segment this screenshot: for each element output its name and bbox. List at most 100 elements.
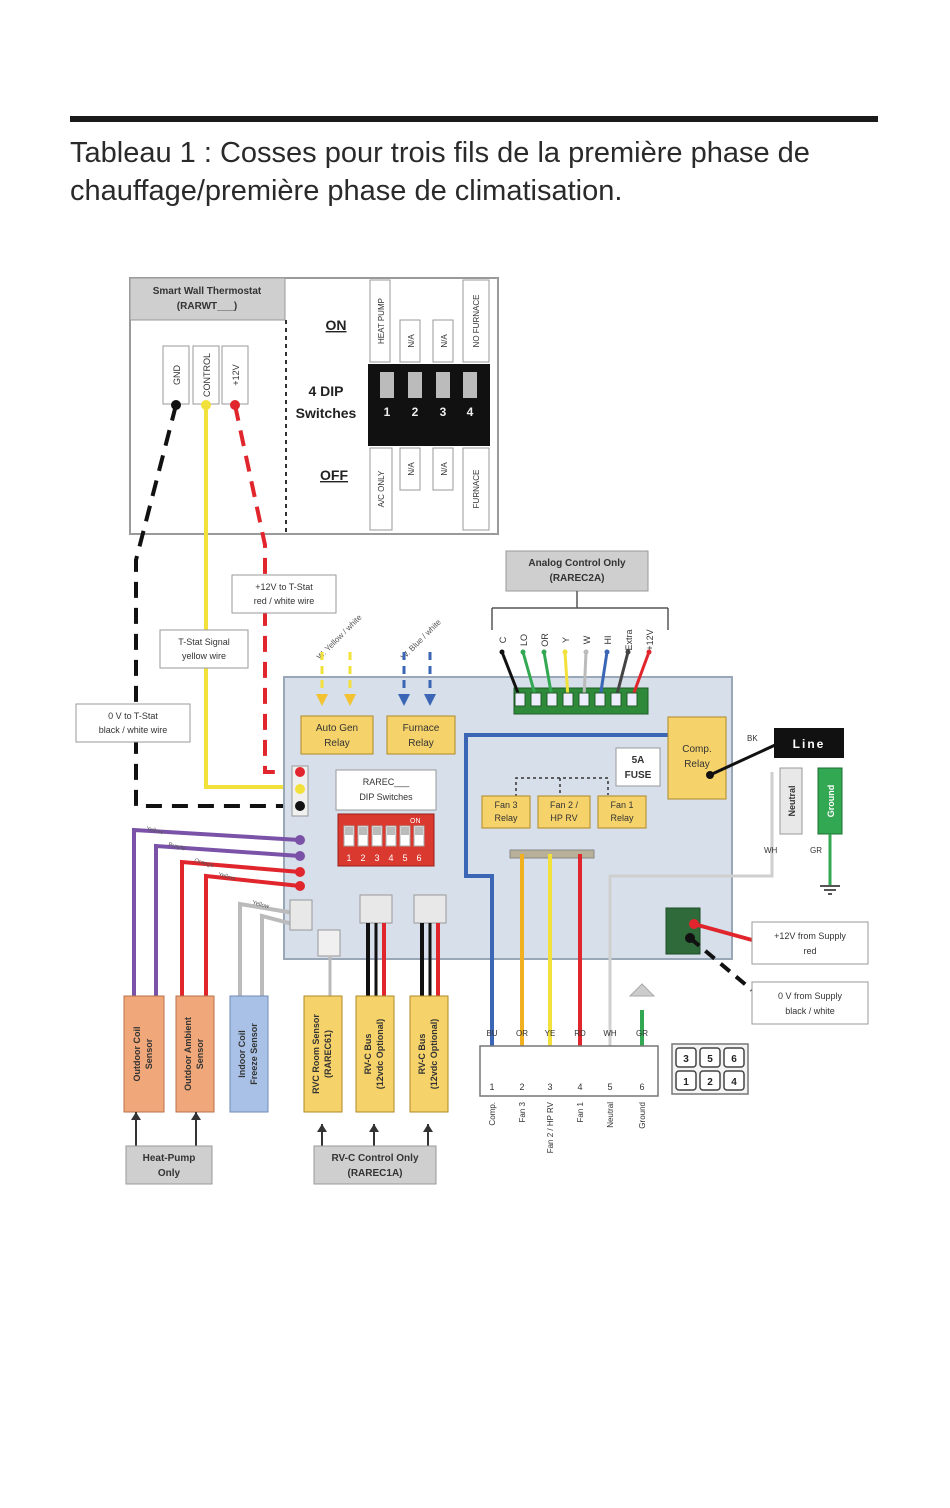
ground-label: Ground — [826, 785, 836, 818]
svg-text:+12V from Supply: +12V from Supply — [774, 931, 846, 941]
sensor-name-5: RV-C Bus — [417, 1034, 427, 1075]
plug-pin-4: 2 — [707, 1077, 713, 1088]
svg-text:0 V to T-Stat: 0 V to T-Stat — [108, 711, 158, 721]
on-label-3: N/A — [440, 334, 449, 348]
sensor-lead-label-0: Yellow — [145, 826, 164, 836]
board-dip-num-6: 6 — [416, 853, 421, 863]
output-color-3: RD — [574, 1029, 586, 1038]
board-dip-num-4: 4 — [388, 853, 393, 863]
fan2-relay: Fan 2 / HP RV — [537, 795, 591, 829]
output-num-0: 1 — [489, 1082, 494, 1092]
comp-relay: Comp. Relay — [667, 716, 727, 800]
sensor-box-5: RV-C Bus(12vdc Optional) — [409, 995, 449, 1113]
heat-pump-only-box: Heat-Pump Only — [125, 1112, 213, 1185]
plug-pin-3: 1 — [683, 1077, 689, 1088]
svg-text:Furnace: Furnace — [403, 723, 440, 734]
wire-note-ground: 0 V to T-Stat black / white wire — [75, 703, 191, 743]
analog-terminal-5: HI — [603, 636, 613, 645]
svg-text:+12V to T-Stat: +12V to T-Stat — [255, 582, 313, 592]
off-label-3: N/A — [440, 462, 449, 476]
analog-terminal-2: OR — [540, 633, 550, 647]
sensor-name-3: RVC Room Sensor — [311, 1014, 321, 1094]
wh-label: WH — [764, 846, 778, 855]
svg-text:5A: 5A — [632, 755, 645, 766]
svg-text:black / white: black / white — [785, 1006, 835, 1016]
svg-text:red / white wire: red / white wire — [254, 596, 315, 606]
sensor-lead-label-3: Yellow — [217, 872, 236, 882]
supply-connector — [665, 907, 701, 955]
thermostat-wires — [134, 400, 300, 808]
off-label-2: N/A — [407, 462, 416, 476]
svg-text:FUSE: FUSE — [625, 770, 652, 781]
output-name-3: Fan 1 — [576, 1101, 585, 1122]
off-label: OFF — [320, 467, 348, 483]
fan1-relay: Fan 1 Relay — [597, 795, 647, 829]
sensor-box-4: RV-C Bus(12vdc Optional) — [355, 995, 395, 1113]
output-num-3: 4 — [577, 1082, 582, 1092]
output-color-0: BU — [486, 1029, 497, 1038]
line-power: BK Line Neutral WH Ground GR — [706, 728, 844, 895]
sensor-name-4: RV-C Bus — [363, 1034, 373, 1075]
dip-num-4: 4 — [467, 405, 474, 419]
supply-0v-note: 0 V from Supply black / white — [751, 981, 869, 1025]
fuse: 5A FUSE — [615, 747, 661, 787]
output-num-5: 6 — [639, 1082, 644, 1092]
thermostat-title: Smart Wall Thermostat — [153, 286, 262, 297]
output-name-4: Neutral — [606, 1102, 615, 1128]
dip-num-1: 1 — [384, 405, 391, 419]
on-label-1: HEAT PUMP — [377, 298, 386, 344]
terminal-control: CONTROL — [202, 353, 212, 397]
rvc-connectors — [289, 894, 447, 998]
sensor-lead-label-2: Orange — [193, 858, 215, 869]
analog-terminal-7: +12V — [645, 629, 655, 650]
bk-label: BK — [747, 734, 758, 743]
analog-terminal-1: LO — [519, 634, 529, 646]
svg-text:Relay: Relay — [494, 813, 518, 823]
sensor-lead-label-1: Purple — [167, 842, 186, 852]
board-dip-title: RAREC___ — [363, 777, 411, 787]
board-dip-num-2: 2 — [360, 853, 365, 863]
off-label-1: A/C ONLY — [377, 470, 386, 507]
svg-text:Fan 3: Fan 3 — [494, 800, 517, 810]
svg-text:Only: Only — [158, 1168, 181, 1179]
supply-12v-note: +12V from Supply red — [751, 921, 869, 965]
output-num-4: 5 — [607, 1082, 612, 1092]
furnace-relay: Furnace Relay — [386, 715, 456, 755]
thermostat-model: (RARWT___) — [177, 301, 237, 312]
gr-label: GR — [810, 846, 822, 855]
svg-text:Relay: Relay — [610, 813, 634, 823]
terminal-12v: +12V — [231, 364, 241, 385]
rvc-control-only-box: RV-C Control Only (RAREC1A) — [313, 1124, 437, 1185]
svg-text:RV-C Control Only: RV-C Control Only — [331, 1153, 418, 1164]
svg-text:Comp.: Comp. — [682, 744, 711, 755]
plug-pin-1: 5 — [707, 1054, 713, 1065]
thermostat-panel: Smart Wall Thermostat (RARWT___) GND CON… — [129, 277, 499, 535]
plug-pin-0: 3 — [683, 1054, 689, 1065]
dip-num-3: 3 — [440, 405, 447, 419]
analog-terminal-6: Extra — [624, 629, 634, 650]
svg-text:Relay: Relay — [324, 738, 350, 749]
svg-text:HP RV: HP RV — [550, 813, 577, 823]
on-label: ON — [326, 317, 347, 333]
board-dip-on: ON — [410, 818, 421, 825]
neutral-label: Neutral — [787, 785, 797, 816]
on-label-2: N/A — [407, 334, 416, 348]
svg-text:0 V from Supply: 0 V from Supply — [778, 991, 843, 1001]
svg-text:Auto Gen: Auto Gen — [316, 723, 358, 734]
sensor-sub-0: Sensor — [144, 1038, 154, 1069]
terminal-gnd: GND — [172, 365, 182, 386]
sensor-sub-1: Sensor — [195, 1038, 205, 1069]
off-label-4: FURNACE — [472, 470, 481, 509]
output-wires — [520, 772, 774, 1046]
sensor-name-2: Indoor Coil — [237, 1030, 247, 1078]
output-name-1: Fan 3 — [518, 1101, 527, 1122]
sensor-name-1: Outdoor Ambient — [183, 1017, 193, 1091]
output-num-2: 3 — [547, 1082, 552, 1092]
dip-num-2: 2 — [412, 405, 419, 419]
output-num-1: 2 — [519, 1082, 524, 1092]
